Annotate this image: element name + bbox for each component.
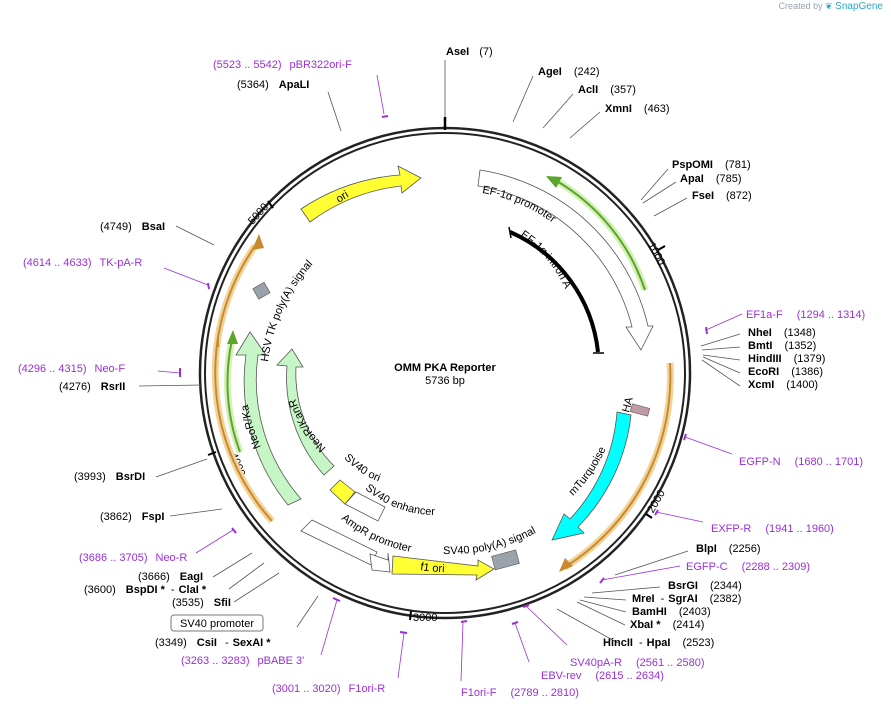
primer-tkpa[interactable]: (4614 .. 4633)TK-pA-R [23,257,142,269]
site-xbai[interactable]: XbaI *(2414) [630,619,704,631]
primer-f1orir[interactable]: (3001 .. 3020)F1ori-R [272,683,385,695]
feature-labels: ori EF-1α promoter EF-1α intron A HSV TK… [0,0,636,575]
site-hindiii[interactable]: HindIII(1379) [748,353,825,365]
primer-mark-ef1af [705,326,708,335]
sv40-ori-label: SV40 ori [342,452,382,485]
tick-2000-mark [645,513,653,519]
site-bmti[interactable]: BmtI(1352) [748,340,816,352]
ef1a-promoter-arrow [477,169,654,351]
site-fsei[interactable]: FseI(872) [692,190,752,202]
site-csii[interactable]: (3349)CsiI-SexAI * [155,637,271,649]
site-apai[interactable]: ApaI(785) [680,173,742,185]
primer-neor[interactable]: (3686 .. 3705)Neo-R [79,552,187,564]
green-arrowhead-ef1a [546,176,562,188]
orange-line-right [564,362,672,568]
plasmid-name: OMM PKA Reporter [394,362,496,374]
orange-line-left [214,245,273,522]
site-agei[interactable]: AgeI(242) [538,66,600,78]
site-bsai[interactable]: (4749)BsaI [100,221,165,233]
tick-1000-mark [657,245,666,251]
site-bspdi[interactable]: (3600)BspDI *-ClaI * [84,584,207,596]
site-fspi[interactable]: (3862)FspI [100,511,164,523]
sv40-ori-box [329,479,356,505]
f1-ori-label: f1 ori [420,561,445,575]
site-asei[interactable]: AseI(7) [446,46,493,58]
tick-4000-mark [207,451,217,456]
site-pspomi[interactable]: PspOMI(781) [672,159,751,171]
site-apali[interactable]: (5364)ApaLI [237,79,309,91]
primer-pbr322[interactable]: (5523 .. 5542)pBR322ori-F [213,59,352,71]
site-xcmi[interactable]: XcmI(1400) [748,379,818,391]
sv40-promoter-label: SV40 promoter [180,618,254,630]
orange-arrowhead-right [559,558,573,572]
primer-exfpr[interactable]: EXFP-R(1941 .. 1960) [711,523,834,535]
plasmid-size: 5736 bp [425,375,465,387]
site-mrei[interactable]: MreI-SgrAI(2382) [632,593,741,605]
ef1a-intron-arc [509,230,600,353]
tick-3000-mark [409,610,412,621]
primer-ef1af[interactable]: EF1a-F(1294 .. 1314) [746,309,865,321]
green-line-ef1a [554,179,646,291]
primer-marks [179,115,708,634]
tick-3000-label: 3000 [413,612,437,624]
site-blpi[interactable]: BlpI(2256) [696,543,761,555]
site-bamhi[interactable]: BamHI(2403) [632,606,711,618]
f1-ori-arrow [391,555,495,581]
mturquoise-arrow [551,411,632,541]
site-acli[interactable]: AclI(357) [578,84,636,96]
features [211,165,674,581]
site-bsrgi[interactable]: BsrGI(2344) [668,580,742,592]
tick-5000-mark [267,200,274,209]
primer-egfpc[interactable]: EGFP-C(2288 .. 2309) [686,561,810,573]
credit-brand: SnapGene [835,1,883,12]
primer-mark-neor [231,527,237,534]
primer-mark-f1orif [460,620,468,623]
site-xmni[interactable]: XmnI(463) [605,103,670,115]
site-eagi[interactable]: (3666)EagI [138,571,203,583]
snapgene-logo-icon: ❦ [825,1,833,11]
primer-sv40par[interactable]: SV40pA-R(2561 .. 2580) [570,657,704,669]
ef1a-intron-label: EF-1α intron A [518,229,573,291]
primer-egfpn[interactable]: EGFP-N(1680 .. 1701) [739,456,863,468]
primer-f1orif[interactable]: F1ori-F(2789 .. 2810) [461,687,579,699]
tick-1000-label: 1000 [645,240,667,267]
green-line-hsv [226,339,241,453]
neor-outer-arrow [235,331,302,506]
primer-mark-pbabe [332,597,341,602]
ha-label: HA [620,395,636,414]
primer-mark-tkpa [207,282,210,290]
site-hincii[interactable]: HincII-HpaI(2523) [603,637,714,649]
primer-ebvrev[interactable]: EBV-rev(2615 .. 2634) [541,670,664,682]
ha-tag-box [629,403,651,417]
site-bsrdi[interactable]: (3993)BsrDI [74,471,145,483]
primer-pbabe[interactable]: (3263 .. 3283)pBABE 3' [181,655,304,667]
primer-labels: (5523 .. 5542)pBR322ori-F (4614 .. 4633)… [18,59,865,699]
primer-neof[interactable]: (4296 .. 4315)Neo-F [18,363,125,375]
orange-arrowhead-left [252,234,264,250]
site-leaders [138,60,741,644]
primer-mark-egfpc [599,577,605,584]
site-labels: AseI(7) AgeI(242) AclI(357) XmnI(463) Ps… [59,46,825,649]
credit-prefix: Created by [778,1,823,11]
primer-mark-pbr322 [381,115,389,118]
sv40-pa-grey-box [491,549,520,571]
snapgene-credit: Created by ❦ SnapGene [779,1,883,12]
sv40-polya-label: SV40 poly(A) signal [443,525,538,557]
primer-mark-f1orir [399,631,408,634]
sv40-enhancer-box [344,491,386,522]
primer-leaders [157,74,743,682]
hsv-tk-label: HSV TK poly(A) signal [259,258,315,362]
site-nhei[interactable]: NheI(1348) [748,327,816,339]
site-rsrii[interactable]: (4276)RsrII [59,381,125,393]
sv40-promoter-tag: SV40 promoter [170,614,264,632]
ori-arrow [300,165,422,223]
site-ecori[interactable]: EcoRI(1386) [748,366,823,378]
site-sfii[interactable]: (3535)SfiI [172,597,231,609]
neor-inner-arrow [276,348,335,476]
hsv-grey-box [252,281,271,300]
